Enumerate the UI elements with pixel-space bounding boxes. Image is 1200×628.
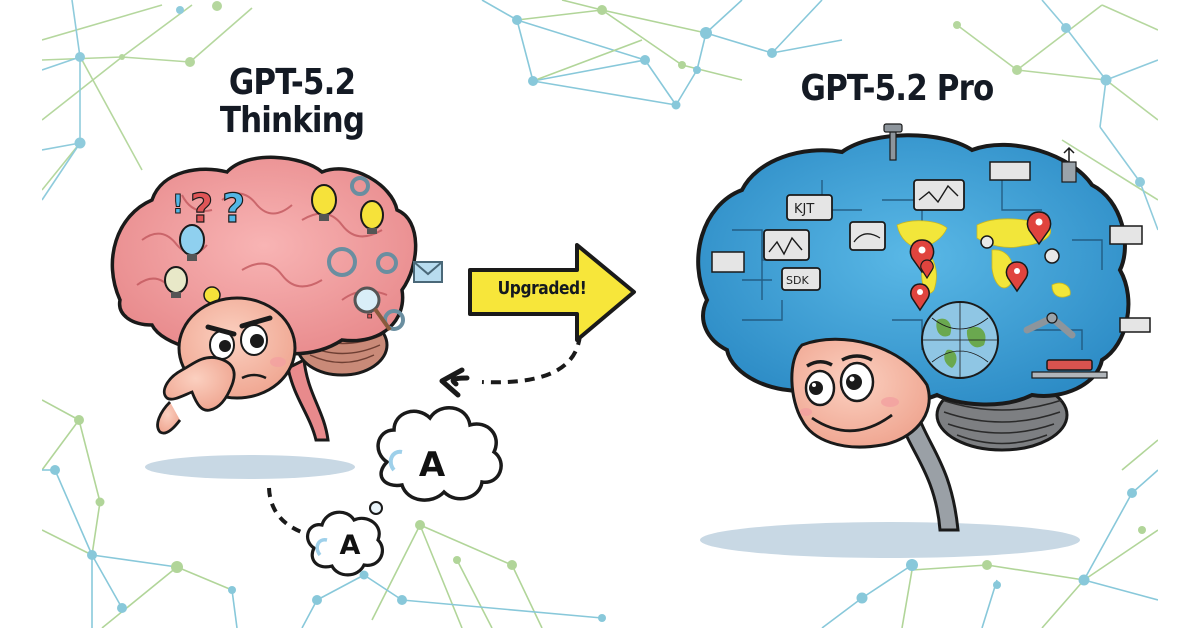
right-brain-shadow — [700, 522, 1080, 558]
thinking-hand — [162, 356, 236, 412]
happy-eyes — [804, 354, 875, 407]
network-decoration-top-center — [481, 0, 843, 110]
right-title: GPT-5.2 Pro — [800, 68, 995, 109]
gear-icon — [376, 252, 398, 274]
chart-screen-widget — [849, 221, 886, 251]
left-brain-shadow — [145, 455, 355, 479]
chart-screen-widget — [763, 229, 810, 261]
network-decoration-bottom-center — [301, 520, 606, 628]
dashed-return-arrow — [481, 334, 582, 385]
arrow-head-icon — [439, 367, 470, 398]
svg-text:KJT: KJT — [794, 202, 814, 217]
gear-icon — [327, 247, 357, 277]
thought-dot — [369, 501, 383, 515]
dashed-bubble-link — [267, 487, 305, 535]
upgraded-arrow — [468, 243, 636, 342]
robot-arm-icon — [1023, 312, 1108, 379]
illustration-layer: ? ? ! ? — [42, 0, 1158, 628]
location-pin-icon — [1026, 211, 1052, 246]
target-marker-icon — [1044, 248, 1060, 264]
upgraded-label: Upgraded! — [497, 278, 587, 299]
left-title-line2: Thinking — [219, 99, 365, 141]
magnifier-icon — [353, 286, 392, 332]
location-pin-icon — [920, 259, 934, 280]
question-mark-icon: ? — [222, 186, 245, 232]
panel-widget — [989, 161, 1031, 181]
lightbulb-icon — [164, 266, 188, 298]
screen-widget: KJT — [786, 194, 833, 221]
thought-bubble-small-letter: A — [339, 530, 361, 561]
right-brain-illustration: KJT SDK — [696, 123, 1151, 532]
location-pin-icon — [1005, 261, 1029, 293]
panel-widget — [1119, 317, 1151, 333]
panel-widget — [1109, 225, 1143, 245]
antenna-tower-icon — [1061, 146, 1077, 183]
location-pin-icon — [910, 283, 930, 312]
thought-bubble-large-letter: A — [418, 445, 446, 485]
globe-icon — [921, 301, 999, 379]
left-brain-illustration: ? ? ! ? — [110, 155, 443, 442]
lightbulb-icon — [360, 200, 384, 234]
location-pin-icon — [909, 239, 935, 274]
target-marker-icon — [980, 235, 994, 249]
network-decoration-bottom-right — [821, 439, 1158, 628]
thought-bubble-small — [305, 510, 384, 577]
chart-screen-widget — [913, 179, 965, 211]
left-title: GPT-5.2 Thinking — [185, 64, 400, 140]
frowning-eyes — [205, 315, 273, 360]
left-title-line1: GPT-5.2 — [228, 62, 356, 103]
infographic-canvas: ? ? ! ? — [42, 0, 1158, 628]
screen-widget: SDK — [781, 267, 821, 291]
panel-widget — [711, 251, 745, 273]
svg-text:SDK: SDK — [786, 274, 809, 287]
lightbulb-icon — [179, 224, 205, 261]
network-decoration-top-left — [42, 0, 253, 201]
gear-icon — [350, 176, 370, 196]
network-decoration-bottom-left — [42, 399, 238, 628]
antenna-tower-icon — [883, 123, 903, 161]
thought-bubble-large — [376, 406, 503, 502]
exclamation-icon: ! — [172, 190, 184, 220]
network-decoration-top-right — [953, 0, 1158, 242]
lightbulb-icon — [311, 184, 337, 221]
